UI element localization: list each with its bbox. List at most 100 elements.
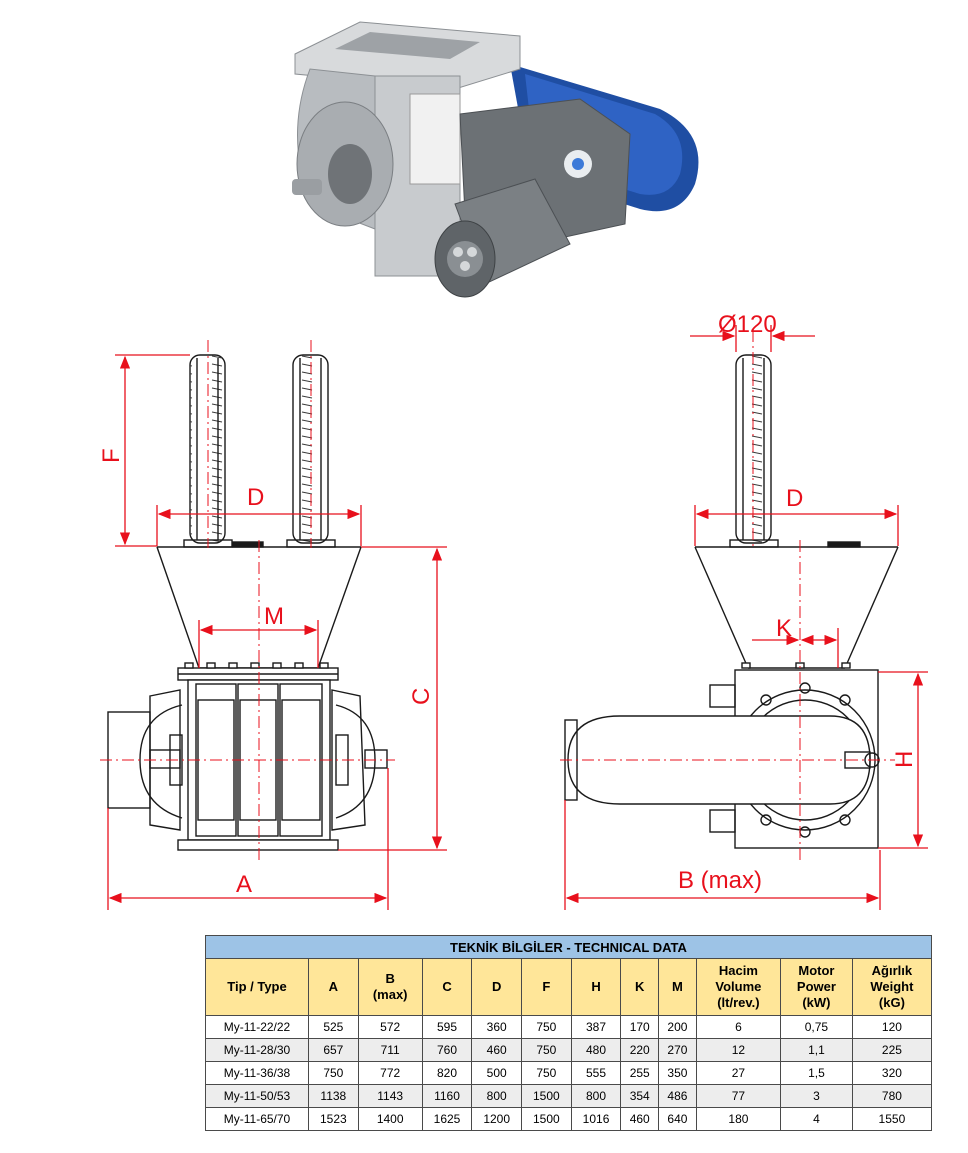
value-cell: 820 xyxy=(421,1061,473,1085)
dim-label-m: M xyxy=(264,603,284,630)
value-cell: 1200 xyxy=(471,1107,523,1131)
column-header-line: F xyxy=(542,979,551,994)
value-cell: 711 xyxy=(357,1038,423,1062)
value-cell: 1143 xyxy=(357,1084,423,1108)
dim-label-a: A xyxy=(236,871,252,898)
value-cell: 170 xyxy=(620,1015,660,1039)
value-cell: 460 xyxy=(471,1038,523,1062)
flange-bolts xyxy=(184,662,329,669)
column-header: Tip / Type xyxy=(205,958,309,1016)
value-cell: 0,75 xyxy=(780,1015,853,1039)
value-cell: 6 xyxy=(695,1015,782,1039)
sensor-rods xyxy=(183,354,336,548)
value-cell: 750 xyxy=(521,1015,572,1039)
value-cell: 572 xyxy=(357,1015,423,1039)
value-cell: 486 xyxy=(658,1084,697,1108)
column-header-line: (lt/rev.) xyxy=(717,995,760,1010)
value-cell: 750 xyxy=(521,1061,572,1085)
column-header: A xyxy=(308,958,359,1016)
column-header: M xyxy=(658,958,697,1016)
value-cell: 270 xyxy=(658,1038,697,1062)
value-cell: 1500 xyxy=(521,1107,572,1131)
value-cell: 77 xyxy=(695,1084,782,1108)
column-header-line: C xyxy=(442,979,452,994)
value-cell: 1550 xyxy=(851,1107,933,1131)
type-cell: My-11-65/70 xyxy=(205,1107,309,1131)
value-cell: 595 xyxy=(421,1015,473,1039)
motor xyxy=(434,178,571,298)
column-header-line: Motor xyxy=(798,963,835,978)
front-centerlines xyxy=(100,340,395,860)
type-cell: My-11-36/38 xyxy=(205,1061,309,1085)
value-cell: 1400 xyxy=(357,1107,423,1131)
value-cell: 800 xyxy=(570,1084,622,1108)
dim-label-k: K xyxy=(776,615,792,642)
side-dimensions xyxy=(564,325,928,910)
column-header-line: Tip / Type xyxy=(227,979,287,994)
dim-label-c: C xyxy=(408,688,435,705)
dim-label-d-front: D xyxy=(247,484,264,511)
dim-label-d-side: D xyxy=(786,485,803,512)
value-cell: 800 xyxy=(471,1084,523,1108)
value-cell: 350 xyxy=(658,1061,697,1085)
value-cell: 750 xyxy=(308,1061,359,1085)
column-header: C xyxy=(421,958,473,1016)
column-header: B(max) xyxy=(357,958,423,1016)
dim-label-b-max: B (max) xyxy=(678,867,762,894)
dim-label-h: H xyxy=(891,751,918,768)
value-cell: 1500 xyxy=(521,1084,572,1108)
value-cell: 360 xyxy=(471,1015,523,1039)
value-cell: 772 xyxy=(357,1061,423,1085)
table-title-row: TEKNİK BİLGİLER - TECHNICAL DATA xyxy=(205,935,932,959)
dim-label-f: F xyxy=(98,448,125,463)
value-cell: 1138 xyxy=(308,1084,359,1108)
value-cell: 1016 xyxy=(570,1107,622,1131)
value-cell: 180 xyxy=(695,1107,782,1131)
column-header-line: Ağırlık xyxy=(871,963,913,978)
technical-data-table: TEKNİK BİLGİLER - TECHNICAL DATA Tip / T… xyxy=(205,935,933,1131)
front-dimensions xyxy=(107,354,447,910)
value-cell: 1160 xyxy=(421,1084,473,1108)
column-header-line: K xyxy=(635,979,645,994)
value-cell: 480 xyxy=(570,1038,622,1062)
value-cell: 760 xyxy=(421,1038,473,1062)
value-cell: 27 xyxy=(695,1061,782,1085)
column-header-line: D xyxy=(491,979,502,994)
column-header: K xyxy=(620,958,660,1016)
value-cell: 1,5 xyxy=(780,1061,853,1085)
side-hopper xyxy=(694,546,899,669)
value-cell: 320 xyxy=(851,1061,933,1085)
front-view xyxy=(107,354,388,851)
value-cell: 120 xyxy=(851,1015,933,1039)
column-header-line: Hacim xyxy=(718,963,758,978)
type-cell: My-11-50/53 xyxy=(205,1084,309,1108)
type-cell: My-11-28/30 xyxy=(205,1038,309,1062)
value-cell: 255 xyxy=(620,1061,660,1085)
value-cell: 1,1 xyxy=(780,1038,853,1062)
column-header: F xyxy=(521,958,572,1016)
column-header-line: (kG) xyxy=(878,995,905,1010)
column-header-line: (kW) xyxy=(802,995,831,1010)
table-title: TEKNİK BİLGİLER - TECHNICAL DATA xyxy=(205,935,932,959)
column-header-line: Volume xyxy=(715,979,762,994)
valve-housing xyxy=(292,21,521,277)
value-cell: 225 xyxy=(851,1038,933,1062)
column-header-line: H xyxy=(591,979,601,994)
value-cell: 640 xyxy=(658,1107,697,1131)
value-cell: 657 xyxy=(308,1038,359,1062)
value-cell: 500 xyxy=(471,1061,523,1085)
value-cell: 200 xyxy=(658,1015,697,1039)
column-header-line: (max) xyxy=(372,987,408,1002)
side-view xyxy=(564,354,899,849)
column-header: H xyxy=(570,958,622,1016)
value-cell: 780 xyxy=(851,1084,933,1108)
